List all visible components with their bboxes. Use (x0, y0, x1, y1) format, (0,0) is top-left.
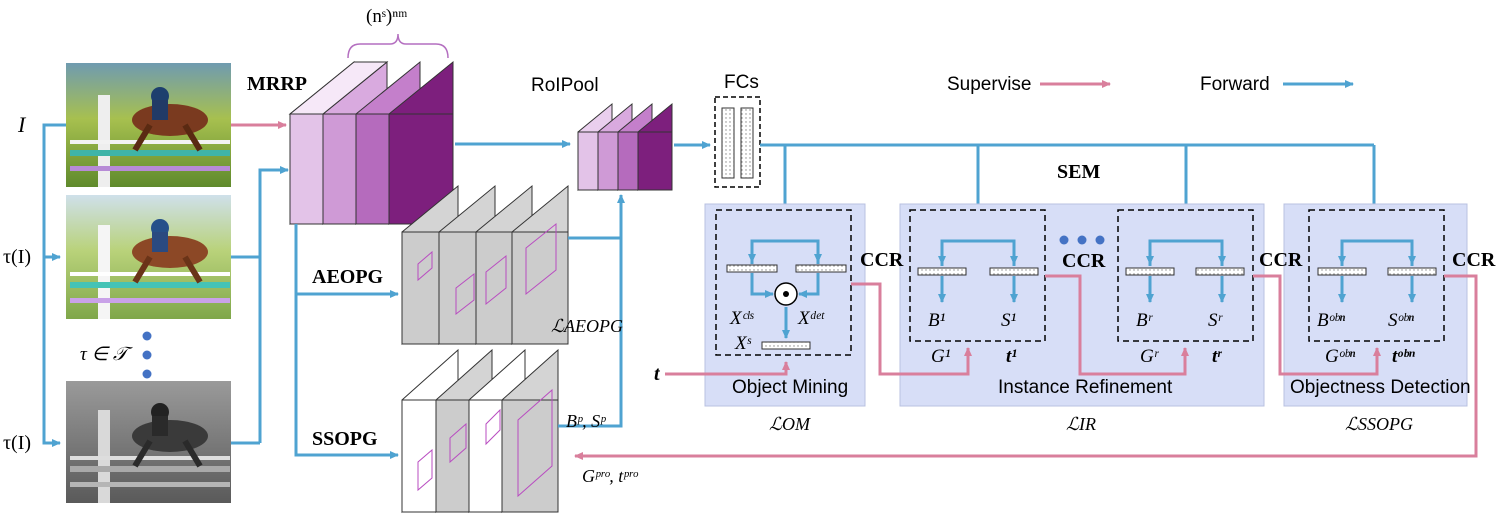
sem-label: SEM (1057, 161, 1101, 183)
g1-label: G¹ (931, 346, 951, 367)
ccr-label-objectness: CCR (1452, 249, 1496, 271)
tr-label: tʳ (1212, 346, 1222, 367)
loss-aeopg-label: ℒAEOPG (551, 316, 623, 336)
input-image-augmented-1 (66, 195, 231, 319)
ssopg-label: SSOPG (312, 428, 378, 450)
bobn-label: Bᵒᵇⁿ (1317, 310, 1346, 331)
t-input-label: t (654, 363, 660, 385)
mrrp-label: MRRP (247, 73, 307, 95)
fcs-label: FCs (724, 72, 759, 93)
input-image-original (66, 63, 231, 187)
t1-label: t¹ (1006, 346, 1017, 367)
sr-label: Sʳ (1208, 310, 1222, 331)
x-cls-label: Xᶜˡˢ (730, 308, 754, 329)
forward-arrow-aeopg-roipool (568, 194, 625, 240)
objectness-detection-module (1283, 203, 1468, 407)
forward-connectors-proposal-generators (294, 224, 399, 459)
refine-r-box-layer (1125, 267, 1175, 276)
roipool-label: RoIPool (531, 75, 599, 96)
supervision-paths (574, 274, 1478, 460)
gr-label: Gʳ (1140, 346, 1158, 367)
loss-ir-label: ℒIR (1066, 414, 1096, 434)
gobn-label: Gᵒᵇⁿ (1325, 346, 1356, 367)
loss-ssopg-label: ℒSSOPG (1345, 414, 1413, 434)
legend-supervise-label: Supervise (947, 74, 1032, 95)
aeopg-proposal-stack (401, 184, 569, 346)
ssopg-proposal-stack (401, 348, 559, 514)
refine-1-score-layer (989, 267, 1039, 276)
instance-refinement-label: Instance Refinement (998, 377, 1173, 398)
ellipsis-dot (1059, 235, 1069, 245)
ellipsis-dot (1095, 235, 1105, 245)
b1-label: B¹ (928, 310, 946, 331)
ccr-label-refine-1: CCR (1062, 250, 1106, 272)
x-det-label: Xᵈᵉᵗ (798, 308, 824, 329)
input-image-label: I (18, 112, 26, 137)
ellipsis-dot (142, 331, 152, 341)
tobn-label: tᵒᵇⁿ (1392, 346, 1415, 367)
s1-label: S¹ (1001, 310, 1017, 331)
instance-refinement-module (899, 203, 1265, 407)
loss-om-label: ℒOM (769, 414, 810, 434)
ccr-label-om: CCR (860, 249, 904, 271)
augmented-image-label-2: τ(I) (3, 432, 32, 454)
sobn-label: Sᵒᵇⁿ (1388, 310, 1415, 331)
aeopg-label: AEOPG (312, 266, 384, 288)
scale-brace (347, 33, 449, 59)
augmented-image-label-1: τ(I) (3, 246, 32, 268)
ellipsis-dot (142, 369, 152, 379)
objectness-detection-label: Objectness Detection (1290, 377, 1471, 398)
object-mining-label: Object Mining (732, 377, 849, 398)
refinement-stage-r-internals (1146, 239, 1226, 303)
x-s-label: Xˢ (735, 333, 751, 354)
objectness-score-layer (1387, 267, 1437, 276)
objectness-internals (1338, 239, 1416, 303)
mrrp-feature-stack (288, 60, 454, 226)
objectness-box-layer (1317, 267, 1367, 276)
forward-arrow-ssopg-roipool (558, 196, 623, 428)
scale-count-label: (nˢ)ⁿᵐ (366, 6, 408, 27)
ellipsis-dot (1077, 235, 1087, 245)
refinement-stage-1-internals (938, 239, 1018, 303)
object-mining-internals (748, 239, 822, 339)
det-layer (795, 264, 847, 273)
gpro-tpro-label: Gᵖʳᵒ, tᵖʳᵒ (582, 466, 638, 486)
bp-sp-label: Bᵖ, Sᵖ (566, 411, 606, 431)
ellipsis-dot (142, 350, 152, 360)
ccr-label-refine-r: CCR (1259, 249, 1303, 271)
br-label: Bʳ (1136, 310, 1152, 331)
input-forward-connectors (42, 123, 289, 447)
refine-1-box-layer (917, 267, 967, 276)
refine-r-score-layer (1195, 267, 1245, 276)
legend-forward-label: Forward (1200, 74, 1270, 95)
augmentation-set-label: τ ∈ 𝒯 (80, 344, 128, 365)
roipool-stack (577, 102, 673, 192)
cls-layer (726, 264, 778, 273)
input-image-augmented-2 (66, 381, 231, 503)
score-layer (761, 341, 811, 350)
fc-layers (714, 96, 761, 188)
